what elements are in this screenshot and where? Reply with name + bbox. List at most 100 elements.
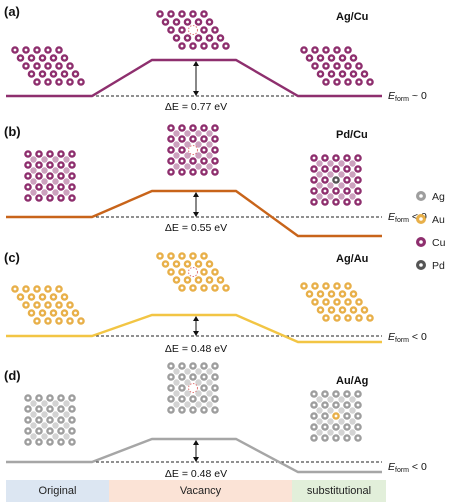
panel-a-vacancy-lattice-atom-core [169,28,173,32]
panel-d-vacancy-lattice-sublayer-atom [173,401,180,408]
panel-c-substitutional-lattice-atom-core [313,300,317,304]
panel-d-substitutional-lattice-atom-core [312,403,316,407]
panel-c-delta-e: ΔE = 0.48 eV [165,343,227,355]
panel-d-original-lattice-atom-core [37,418,41,422]
panel-d-substitutional-lattice-atom-core [334,403,338,407]
panel-a-substitutional-lattice-atom-core [324,64,328,68]
panel-c-label: (c) [4,250,20,265]
panel-a-original-lattice-atom-core [46,48,50,52]
panel-c-substitutional-lattice-atom-core [363,308,366,312]
panel-b-vacancy-lattice-atom-core [169,126,173,130]
cu-atom-core [419,240,423,244]
panel-b-vacancy-lattice-sublayer-atom [173,163,180,170]
panel-a-original-lattice [11,46,85,86]
panel-a-substitutional-lattice-atom-core [346,64,350,68]
panel-a-substitutional-lattice-atom-core [324,48,328,52]
panel-d-original-lattice-atom-core [70,396,74,400]
panel-b-original-lattice-sublayer-atom [41,156,48,163]
panel-d-original-lattice-sublayer-atom [30,400,37,407]
panel-d-substitutional-lattice-atom-core [356,436,360,440]
panel-d-label: (d) [4,368,21,383]
panel-d-vacancy-lattice-sublayer-atom [206,379,213,386]
panel-c-vacancy-lattice-atom-core [186,278,189,282]
panel-d-substitutional-lattice-atom-core [356,414,360,418]
panel-a-vacancy-lattice-atom-core [224,44,228,48]
panel-d-original-lattice-atom-core [26,407,30,411]
panel-b-substitutional-lattice-atom-core [345,156,349,160]
panel-a-vacancy-lattice-atom-core [202,28,206,32]
panel-d-vacancy-lattice-atom-core [213,386,217,390]
stage-vacancy: Vacancy [109,480,292,502]
panel-d-original-lattice-sublayer-atom [52,411,59,418]
panel-c-energy-path [6,313,382,344]
panel-d-substitutional-lattice-atom-core [312,425,316,429]
panel-c-substitutional-lattice-atom-core [346,300,350,304]
panel-a-vacancy-lattice [156,10,230,50]
panel-b-vacancy-lattice-sublayer-atom [195,152,202,159]
panel-b-system: Pd/Cu [336,129,368,141]
panel-b-substitutional-lattice-sublayer-atom [316,182,323,189]
panel-c-substitutional-lattice-atom-core [352,308,355,312]
panel-b-original-lattice-atom-core [26,174,30,178]
panel-b-substitutional-lattice-atom-core [345,189,349,193]
panel-c-arrow-head-up [193,316,199,321]
panel-d-original-lattice-atom-core [59,407,63,411]
panel-b-substitutional-lattice-atom-core [345,167,349,171]
panel-d-original-lattice-sublayer-atom [41,400,48,407]
panel-a-substitutional-lattice-atom-core [357,64,361,68]
panel-c-vacancy-lattice-atom-core [191,286,195,290]
legend-item-ag: Ag [416,191,445,203]
panel-b-vacancy-lattice-sublayer-atom [195,163,202,170]
panel-d-substitutional-lattice-sublayer-atom [327,418,334,425]
panel-d-substitutional-lattice-atom-core [356,392,360,396]
panel-b-original-lattice-sublayer-atom [30,167,37,174]
panel-a-substitutional-lattice-atom-core [319,56,322,60]
panel-c-original-lattice [11,285,85,325]
panel-d-original-lattice-atom-core [59,418,63,422]
legend-label-au: Au [432,214,445,226]
panel-a-original-lattice-atom-core [57,48,61,52]
panel-c-original-lattice-atom-core [41,311,44,315]
legend-label-cu: Cu [432,237,446,249]
panel-d-original-lattice-atom-core [70,407,74,411]
panel-b-vacancy-lattice-sublayer-atom [173,130,180,137]
panel-c-vacancy-lattice-atom-core [169,270,173,274]
panel-d-substitutional-lattice-atom-core [312,392,316,396]
panel-d-vacancy-lattice-atom-core [191,408,195,412]
panel-d-vacancy-lattice-sublayer-atom [173,390,180,397]
panel-c-eform: Eform < 0 [388,331,427,344]
panel-b-original-lattice-atom-core [26,163,30,167]
panel-d-substitutional-lattice-atom-core [312,436,316,440]
panel-b-substitutional-lattice-sublayer-atom [316,160,323,167]
panel-b-original-lattice-sublayer-atom [41,178,48,185]
panel-b-substitutional-lattice-sublayer-atom [327,160,334,167]
panel-a-vacancy-lattice-atom-core [158,12,162,16]
panel-b-vacancy-lattice-atom-core [191,170,195,174]
panel-c-vacancy-lattice-atom-core [219,278,222,282]
panel-b-original-lattice-atom-core [26,152,30,156]
panel-c-substitutional-lattice-atom-core [313,284,317,288]
panel-c-vacancy-lattice-atom-core [158,254,162,258]
panel-a-original-lattice-atom-core [41,56,44,60]
panel-b-substitutional-lattice-sublayer-atom [327,182,334,189]
panel-a-vacancy-lattice-atom-core [186,20,189,24]
panel-c-original-lattice-atom-core [68,303,72,307]
panel-c-vacancy-lattice-atom-core [164,262,167,266]
panel-c-substitutional-lattice-atom-core [319,308,322,312]
panel-b-substitutional-lattice-atom-core [356,189,360,193]
panel-a-original-lattice-atom-core [74,72,77,76]
panel-d-vacancy-lattice-atom-core [202,386,206,390]
panel-a-substitutional-lattice-atom-core [357,80,361,84]
panel-c-original-lattice-atom-core [19,295,22,299]
panel-b-substitutional-lattice-sublayer-atom [316,193,323,200]
panel-b-arrow-head-down [193,212,199,217]
panel-c-vacancy-lattice-atom-core [224,286,228,290]
panel-b-vacancy-lattice-vacancy-site [188,145,198,155]
panel-c-original-lattice-atom-core [30,311,33,315]
panel-a-original-lattice-atom-core [13,48,17,52]
panel-d-substitutional-lattice-sublayer-atom [349,396,356,403]
panel-a-original-lattice-atom-core [35,80,39,84]
panel-a-vacancy-lattice-atom-core [197,20,200,24]
panel-a-original-lattice-atom-core [24,48,28,52]
panel-d-substitutional-lattice-sublayer-atom [349,429,356,436]
